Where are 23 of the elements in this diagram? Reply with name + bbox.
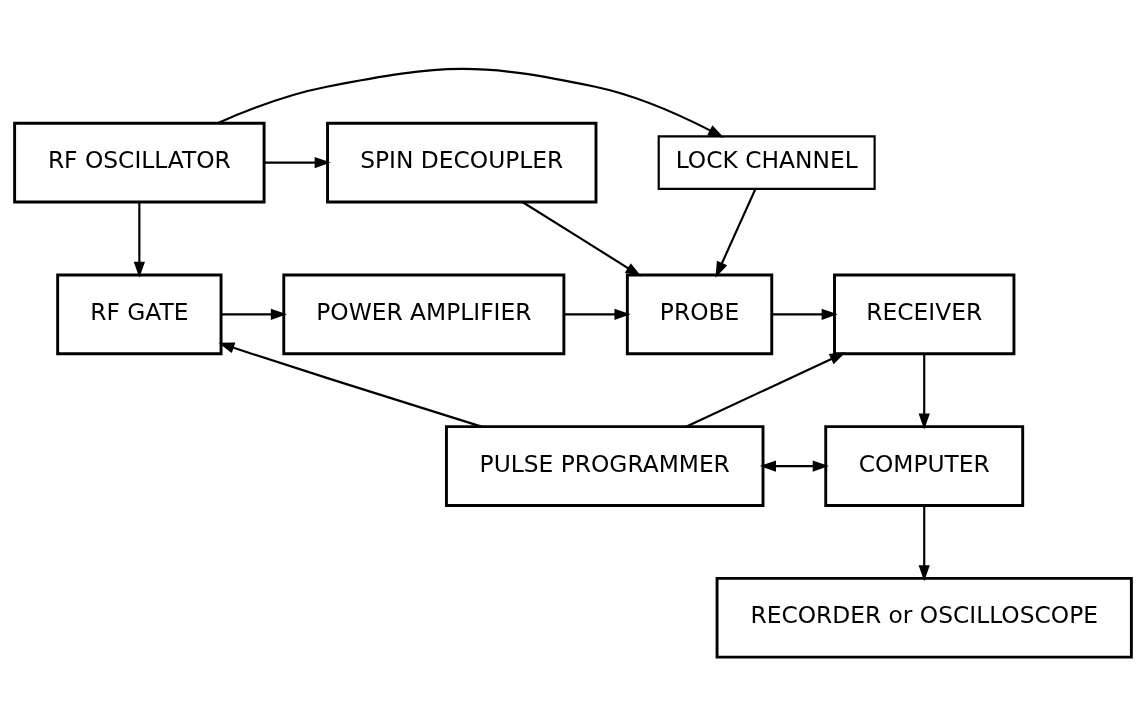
arrow [217, 67, 725, 138]
arrow [715, 188, 757, 278]
arrow [918, 353, 930, 430]
node-box: RF GATE [56, 273, 223, 356]
node-box: LOCK CHANNEL [657, 135, 876, 190]
arrow [759, 460, 829, 472]
arrow [221, 308, 287, 320]
arrow [686, 352, 846, 428]
node-box: RECORDER or OSCILLOSCOPE [715, 576, 1133, 659]
arrow [918, 505, 930, 582]
node-box: POWER AMPLIFIER [282, 273, 566, 356]
arrow [564, 308, 631, 320]
arrow [133, 202, 145, 278]
node-box: COMPUTER [824, 425, 1025, 507]
node-box: PROBE [625, 273, 774, 356]
node-box: RF OSCILLATOR [13, 121, 266, 204]
node-box: PULSE PROGRAMMER [445, 425, 765, 507]
node-box: SPIN DECOUPLER [326, 121, 598, 204]
arrow [521, 201, 642, 277]
node-box: RECEIVER [833, 273, 1016, 356]
arrow [218, 342, 482, 428]
arrow [264, 157, 331, 169]
arrow [771, 308, 838, 320]
